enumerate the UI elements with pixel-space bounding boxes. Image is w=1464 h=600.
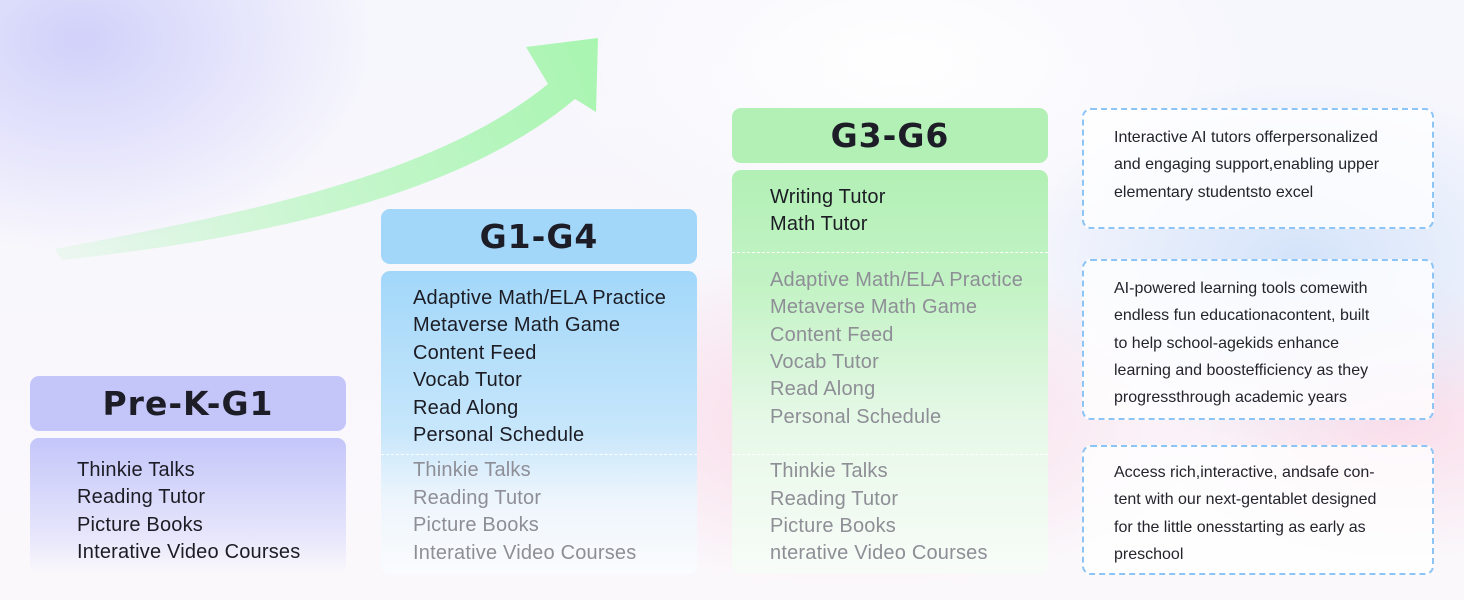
callout-line: preschool xyxy=(1114,545,1184,563)
callout-line: AI-powered learning tools comewith xyxy=(1114,280,1368,297)
callout-line: tent with our next-gentablet designed xyxy=(1114,491,1377,509)
inherited-feature-item: Picture Books xyxy=(413,514,539,537)
callout-school-age: AI-powered learning tools comewith endle… xyxy=(1082,259,1434,420)
callout-line: progressthrough academic years xyxy=(1114,389,1348,407)
callout-upper-elementary: Interactive AI tutors offerpersonalized … xyxy=(1082,108,1434,229)
tier-title: Pre-K-G1 xyxy=(102,384,274,423)
feature-item: Math Tutor xyxy=(770,213,868,236)
feature-item: Vocab Tutor xyxy=(413,369,522,392)
feature-item: Content Feed xyxy=(413,341,537,364)
callout-line: Access rich,interactive, andsafe con- xyxy=(1114,464,1375,481)
inherited-feature-item: Thinkie Talks xyxy=(770,460,888,483)
tier-header-g1-g4: G1-G4 xyxy=(381,209,697,264)
inherited-feature-item: nterative Video Courses xyxy=(770,542,988,565)
tier-header-g3-g6: G3-G6 xyxy=(732,108,1048,163)
tier-header-prek-g1: Pre-K-G1 xyxy=(30,376,346,431)
inherited-feature-item: Adaptive Math/ELA Practice xyxy=(770,268,1024,291)
callout-line: elementary studentsto excel xyxy=(1114,183,1314,201)
callout-line: Interactive AI tutors offerpersonalized xyxy=(1114,129,1378,146)
dashed-divider xyxy=(732,252,1048,253)
callout-line: to help school-agekids enhance xyxy=(1114,334,1340,352)
tier-panel-prek-g1: Thinkie Talks Reading Tutor Picture Book… xyxy=(30,438,346,574)
inherited-feature-item: Thinkie Talks xyxy=(413,459,531,482)
tier-panel-g1-g4: Adaptive Math/ELA Practice Metaverse Mat… xyxy=(381,271,697,574)
inherited-feature-item: Content Feed xyxy=(770,323,894,346)
feature-item: Metaverse Math Game xyxy=(413,314,621,337)
green-upward-arrow-icon xyxy=(55,38,598,260)
feature-item: Interative Video Courses xyxy=(77,541,301,564)
inherited-feature-item: Reading Tutor xyxy=(770,487,899,510)
dashed-divider xyxy=(732,454,1048,455)
inherited-feature-item: Picture Books xyxy=(770,515,896,538)
inherited-feature-item: Vocab Tutor xyxy=(770,351,879,374)
inherited-feature-item: Metaverse Math Game xyxy=(770,296,978,319)
callout-line: for the little onesstarting as early as xyxy=(1114,518,1366,536)
tier-title: G1-G4 xyxy=(479,217,599,256)
feature-item: Read Along xyxy=(413,396,519,419)
dashed-divider xyxy=(381,454,697,455)
callout-line: endless fun educationacontent, built xyxy=(1114,307,1370,325)
inherited-feature-item: Read Along xyxy=(770,378,876,401)
feature-item: Thinkie Talks xyxy=(77,459,195,481)
tier-panel-g3-g6: Writing Tutor Math Tutor Adaptive Math/E… xyxy=(732,170,1048,574)
feature-item: Writing Tutor xyxy=(770,186,886,208)
callout-preschool: Access rich,interactive, andsafe con- te… xyxy=(1082,445,1434,575)
tier-title: G3-G6 xyxy=(830,116,950,155)
feature-item: Picture Books xyxy=(77,513,203,536)
inherited-feature-item: Interative Video Courses xyxy=(413,541,637,564)
feature-item: Reading Tutor xyxy=(77,486,206,509)
callout-line: learning and boostefficiency as they xyxy=(1114,361,1369,379)
inherited-feature-item: Personal Schedule xyxy=(770,405,942,428)
callout-line: and engaging support,enabling upper xyxy=(1114,156,1380,174)
feature-item: Personal Schedule xyxy=(413,424,585,447)
inherited-feature-item: Reading Tutor xyxy=(413,486,542,509)
feature-item: Adaptive Math/ELA Practice xyxy=(413,287,667,309)
